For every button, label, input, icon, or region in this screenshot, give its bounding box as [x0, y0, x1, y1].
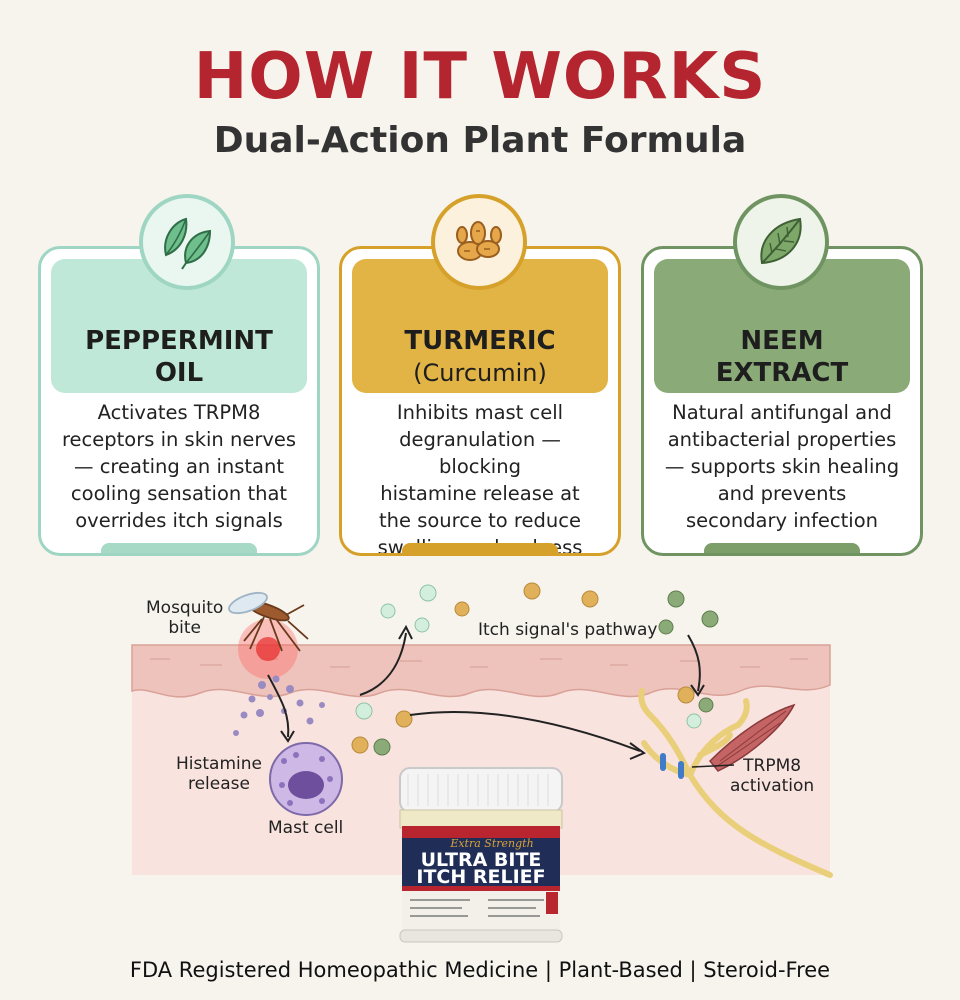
mint-leaf-icon — [139, 194, 235, 290]
page-title: HOW IT WORKS — [193, 40, 767, 114]
desc-line: cooling sensation that — [70, 482, 288, 505]
desc-line: — creating an instant — [74, 455, 284, 478]
mast-cell-icon — [269, 742, 343, 816]
ingredient-name-line1: TURMERIC — [404, 326, 556, 356]
desc-line: Natural antifungal and — [672, 401, 892, 424]
muscle-fiber-icon — [708, 703, 796, 772]
desc-line: overrides itch signals — [75, 509, 283, 532]
trpm8-channel-icon — [660, 753, 684, 779]
desc-line: Activates TRPM8 — [97, 401, 261, 424]
product-name-line1: ULTRA BITE — [421, 849, 542, 871]
trpm8-activation-label: TRPM8 activation — [730, 756, 815, 796]
mosquito-icon — [228, 591, 309, 652]
turmeric-root-icon — [431, 194, 527, 290]
mast-cell-label: Mast cell — [268, 818, 344, 838]
desc-line: — supports skin healing — [664, 455, 900, 478]
ingredient-name-line2: (Curcumin) — [413, 359, 547, 387]
desc-line: Inhibits mast cell — [396, 401, 564, 424]
neem-leaf-icon — [733, 194, 829, 290]
desc-line: histamine release at — [380, 482, 580, 505]
ingredient-description: Natural antifungal and antibacterial pro… — [658, 399, 906, 534]
card-foot-bar — [101, 543, 257, 553]
card-foot-bar — [704, 543, 860, 553]
mosquito-bite-label: Mosquito bite — [146, 598, 224, 638]
card-foot-bar — [402, 543, 558, 553]
histamine-release-label: Histamine release — [176, 754, 262, 794]
ingredient-name: PEPPERMINT OIL — [51, 325, 307, 389]
desc-line: antibacterial properties — [667, 428, 897, 451]
card-peppermint-oil: PEPPERMINT OIL Activates TRPM8 receptors… — [38, 246, 320, 556]
ingredient-name: NEEM EXTRACT — [654, 325, 910, 389]
desc-line: degranulation — blocking — [399, 428, 561, 478]
ingredient-description: Inhibits mast cell degranulation — block… — [356, 399, 604, 553]
product-name-line2: ITCH RELIEF — [416, 866, 545, 888]
footer-note: FDA Registered Homeopathic Medicine | Pl… — [129, 958, 831, 982]
desc-line: the source to reduce — [379, 509, 581, 532]
card-neem-extract: NEEM EXTRACT Natural antifungal and anti… — [641, 246, 923, 556]
product-jar-image: Extra Strength ULTRA BITE ITCH RELIEF — [399, 767, 563, 943]
ingredient-name-line2: OIL — [154, 358, 204, 388]
ingredient-name: TURMERIC (Curcumin) — [352, 325, 608, 389]
ingredient-description: Activates TRPM8 receptors in skin nerves… — [55, 399, 303, 534]
page-subtitle: Dual-Action Plant Formula — [213, 120, 747, 161]
card-turmeric: TURMERIC (Curcumin) Inhibits mast cell d… — [339, 246, 621, 556]
product-brand-script: Extra Strength — [449, 837, 533, 850]
desc-line: secondary infection — [686, 509, 878, 532]
ingredient-name-line1: PEPPERMINT — [85, 326, 273, 356]
desc-line: and prevents — [717, 482, 847, 505]
ingredient-name-line1: NEEM — [740, 326, 824, 356]
desc-line: receptors in skin nerves — [61, 428, 297, 451]
ingredient-name-line2: EXTRACT — [715, 358, 849, 388]
itch-pathway-label: Itch signal's pathway — [478, 620, 658, 640]
